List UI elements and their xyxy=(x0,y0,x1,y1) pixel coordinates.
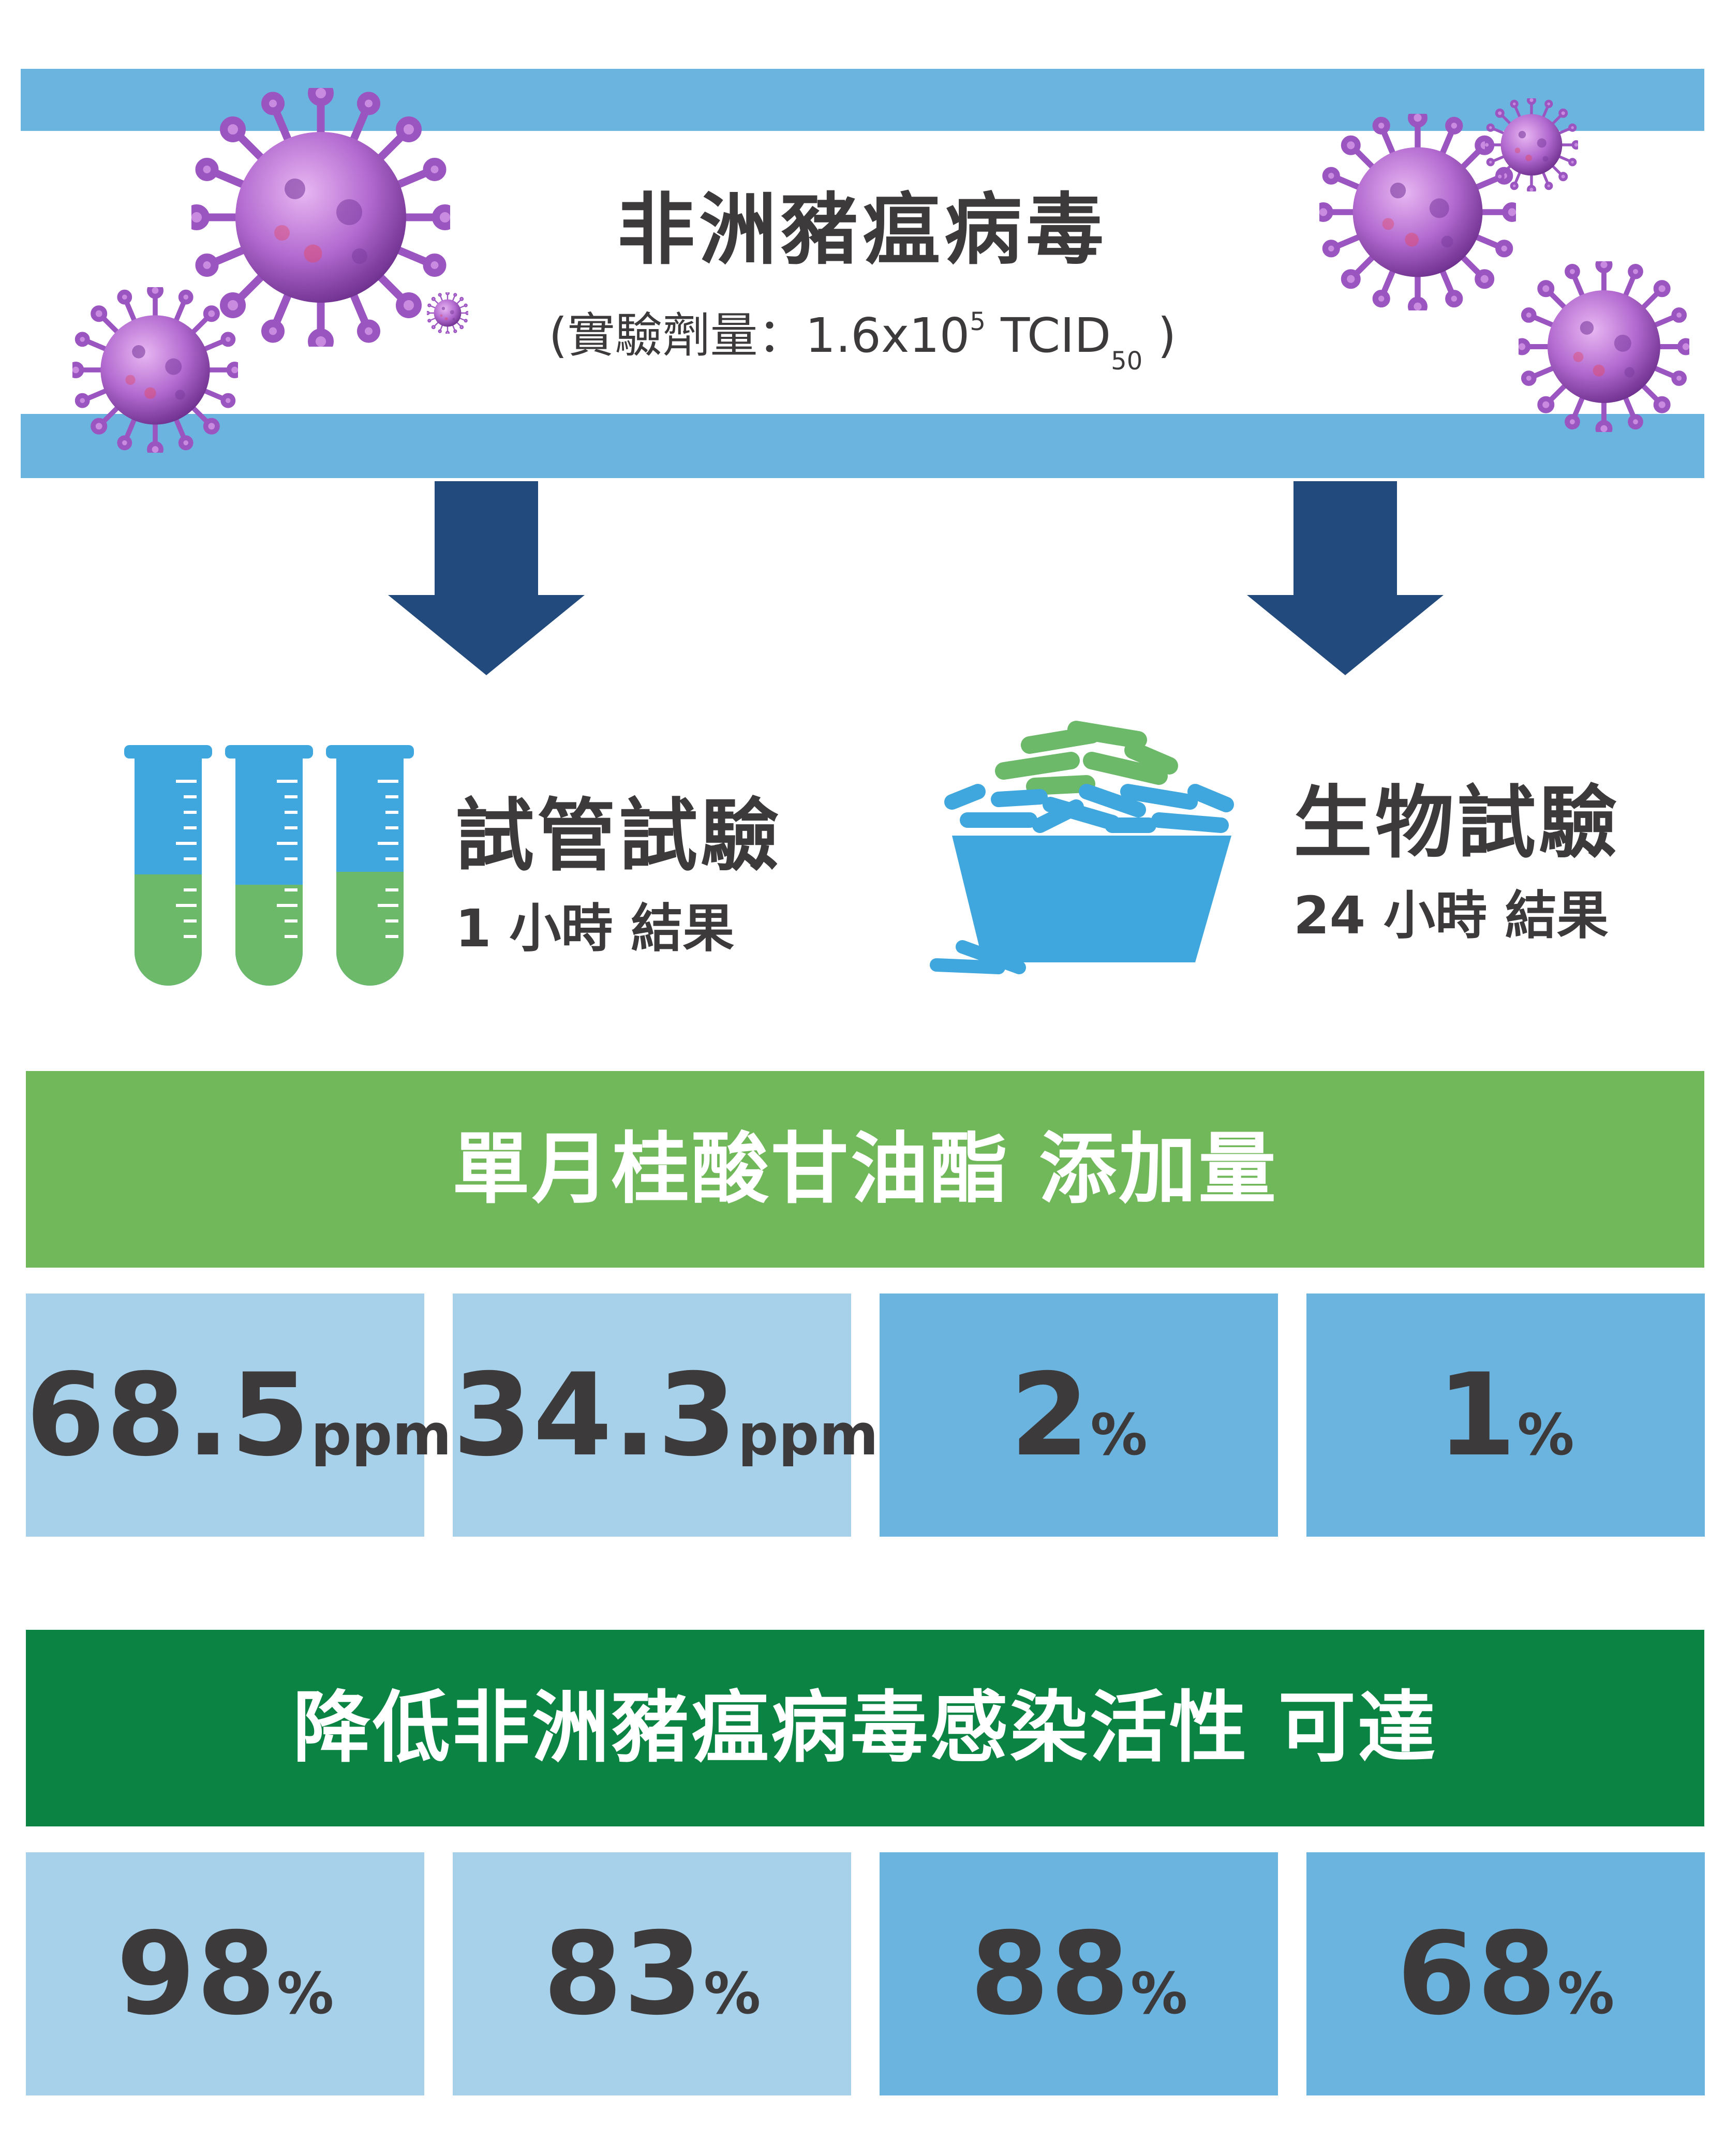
bio-test-subtitle: 24 小時 結果 xyxy=(1293,885,1609,946)
dose-exponent: 5 xyxy=(970,307,986,336)
test-tube-subtitle: 1 小時 結果 xyxy=(455,898,735,959)
result-cell: 88% xyxy=(880,1852,1278,2095)
dose-unit: TCID xyxy=(985,308,1111,363)
result-unit: % xyxy=(276,1960,334,2027)
header-band-bottom xyxy=(21,414,1704,478)
dosage-unit: % xyxy=(1090,1402,1148,1468)
result-unit: % xyxy=(1130,1960,1188,2027)
dosage-unit: % xyxy=(1517,1402,1574,1468)
dosage-value: 68.5 xyxy=(26,1349,311,1481)
result-cell: 68% xyxy=(1306,1852,1705,2095)
result-heading: 降低非洲豬瘟病毒感染活性 可達 xyxy=(292,1683,1438,1773)
dosage-value: 2 xyxy=(1010,1349,1091,1481)
bio-test-title: 生物試驗 xyxy=(1293,777,1620,869)
dose-suffix: ) xyxy=(1142,308,1177,363)
result-unit: % xyxy=(1557,1960,1615,2027)
dosage-unit: ppm xyxy=(310,1402,452,1468)
dosage-cell: 34.3ppm xyxy=(453,1293,879,1537)
dosage-cell: 2% xyxy=(880,1293,1278,1537)
feed-bowl-icon xyxy=(930,721,1234,974)
virus-title: 非洲豬瘟病毒 xyxy=(617,185,1108,275)
dose-prefix: (實驗劑量：1.6x10 xyxy=(548,308,970,363)
dosage-heading: 單月桂酸甘油酯 添加量 xyxy=(452,1124,1278,1214)
result-value: 98 xyxy=(116,1908,277,2040)
test-tubes-icon xyxy=(124,745,414,986)
result-value: 88 xyxy=(970,1908,1131,2040)
dosage-value: 34.3 xyxy=(453,1349,738,1481)
result-cell: 98% xyxy=(26,1852,424,2095)
experiment-dose: (實驗劑量：1.6x105 TCID50 ) xyxy=(0,309,1725,374)
result-cell: 83% xyxy=(453,1852,851,2095)
dosage-heading-bar: 單月桂酸甘油酯 添加量 xyxy=(26,1071,1704,1268)
result-value: 68 xyxy=(1396,1908,1557,2040)
result-unit: % xyxy=(703,1960,761,2027)
dosage-unit: ppm xyxy=(737,1402,879,1468)
dosage-cell: 68.5ppm xyxy=(26,1293,452,1537)
down-arrow-icon xyxy=(1247,481,1444,675)
result-value: 83 xyxy=(543,1908,704,2040)
dose-unit-subscript: 50 xyxy=(1111,347,1143,376)
down-arrow-icon xyxy=(388,481,585,675)
result-heading-bar: 降低非洲豬瘟病毒感染活性 可達 xyxy=(26,1630,1704,1826)
dosage-value: 1 xyxy=(1437,1349,1518,1481)
virus-icon xyxy=(1485,98,1578,191)
dosage-cell: 1% xyxy=(1306,1293,1705,1537)
test-tube-title: 試管試驗 xyxy=(455,790,782,882)
